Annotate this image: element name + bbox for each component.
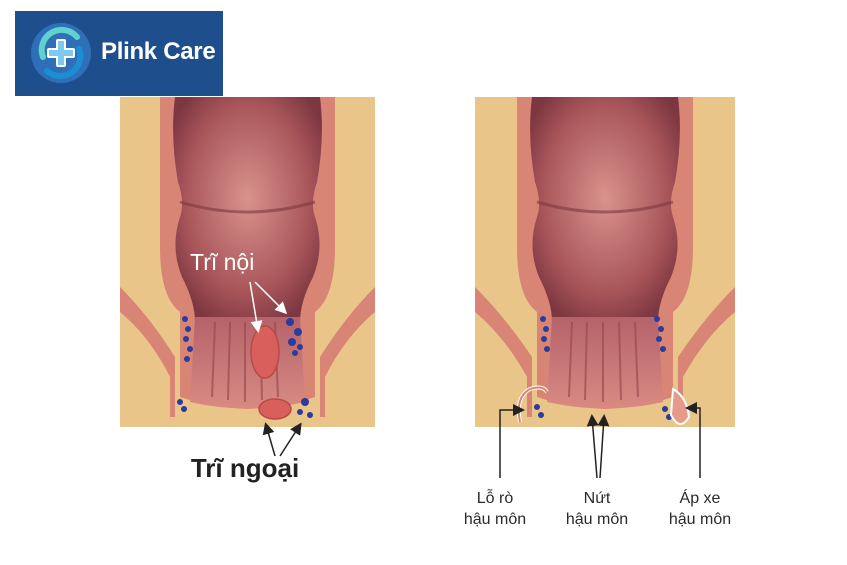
hemorrhoid-illustration (120, 97, 375, 427)
medical-cross-shield-icon (31, 23, 91, 83)
label-anal-abscess-line2: hậu môn (668, 511, 732, 528)
label-anal-fissure: Nứt hậu môn (552, 488, 642, 530)
brand-logo: Plink Care (15, 11, 223, 96)
label-anal-fistula: Lỗ rò hậu môn (450, 488, 540, 530)
brand-name: Plink Care (101, 38, 216, 65)
label-anal-fistula-line2: hậu môn (463, 511, 527, 528)
label-anal-fissure-line2: hậu môn (565, 511, 629, 528)
label-anal-fistula-line1: Lỗ rò (476, 490, 514, 507)
anal-disease-illustration (475, 97, 735, 427)
label-anal-abscess-line1: Áp xe (679, 490, 721, 507)
label-anal-abscess: Áp xe hậu môn (655, 488, 745, 530)
label-external-hemorrhoid: Trĩ ngoại (190, 453, 300, 483)
label-anal-fissure-line1: Nứt (583, 490, 611, 507)
label-internal-hemorrhoid: Trĩ nội (190, 249, 255, 275)
